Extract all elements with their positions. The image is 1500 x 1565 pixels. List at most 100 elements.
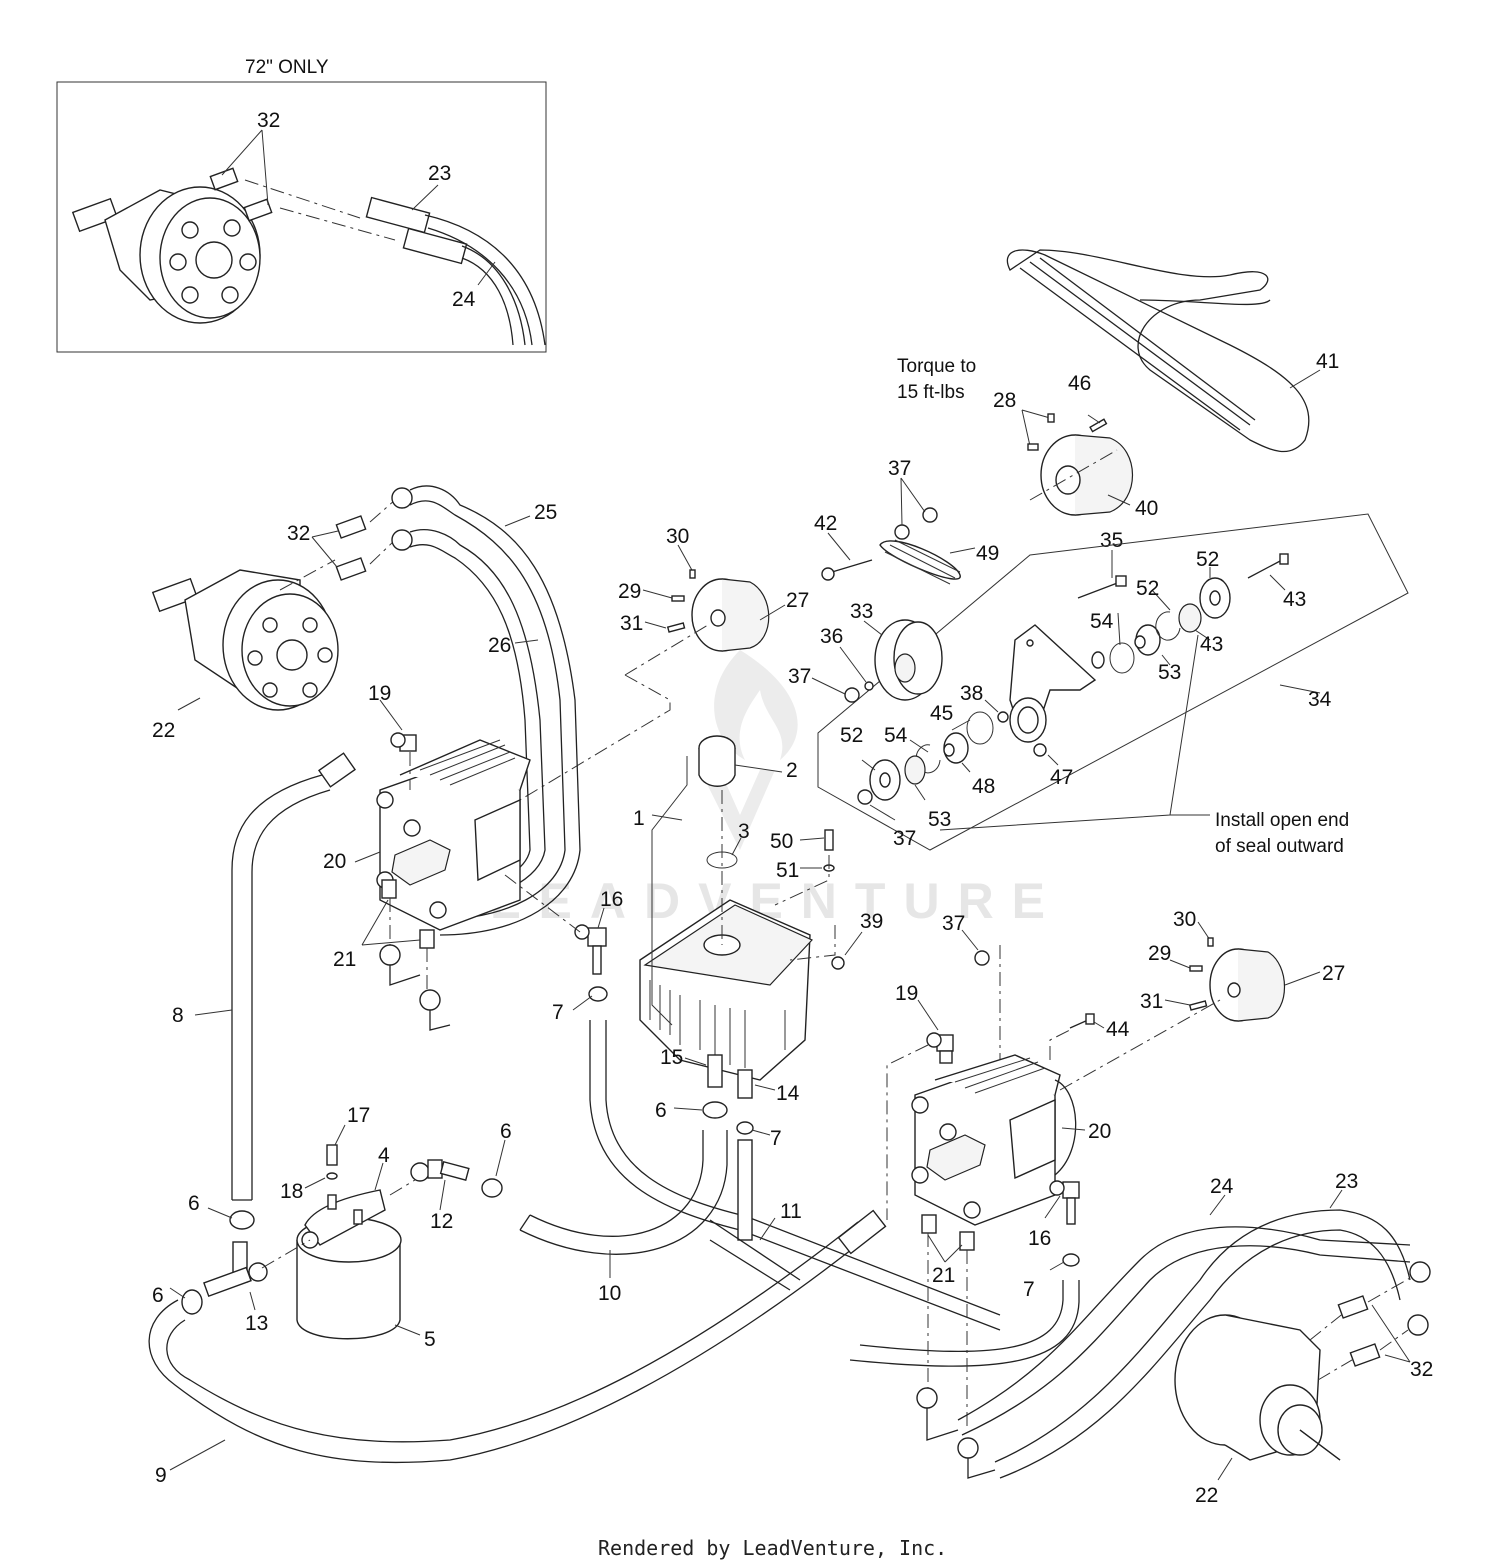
callout-38: 38 (960, 682, 983, 705)
callout-7-right: 7 (1023, 1278, 1035, 1301)
callout-32: 32 (257, 109, 280, 132)
fitting-19-right (926, 1032, 954, 1064)
callout-25: 25 (534, 501, 557, 524)
idler-arm (1009, 624, 1097, 743)
callout-48-left: 48 (972, 775, 995, 798)
callout-31-top: 31 (620, 612, 643, 635)
callout-50: 50 (770, 830, 793, 853)
fitting-19-left (390, 732, 417, 752)
callout-32-left: 32 (287, 522, 310, 545)
bolt-42 (821, 559, 873, 581)
idler-pulley-33 (874, 619, 943, 701)
callout-12: 12 (430, 1210, 453, 1233)
callout-21-right: 21 (932, 1264, 955, 1287)
callout-31-right: 31 (1140, 990, 1163, 1013)
callout-23: 23 (428, 162, 451, 185)
callout-45-left: 45 (930, 702, 953, 725)
callout-27-top: 27 (786, 589, 809, 612)
callout-49: 49 (976, 542, 999, 565)
callout-51: 51 (776, 859, 799, 882)
callout-40: 40 (1135, 497, 1158, 520)
callout-46: 46 (1068, 372, 1091, 395)
hose-8 (231, 752, 356, 1201)
callout-28: 28 (993, 389, 1016, 412)
callout-5: 5 (424, 1328, 436, 1351)
callout-13: 13 (245, 1312, 268, 1335)
hoses-inset (365, 196, 546, 346)
hose-10 (519, 1130, 728, 1255)
wheel-motor-right (1174, 1314, 1341, 1461)
callout-16-right: 16 (1028, 1227, 1051, 1250)
torque-note-line2: 15 ft-lbs (897, 382, 965, 403)
callout-24: 24 (452, 288, 476, 311)
callout-43: 43 (1283, 588, 1306, 611)
filler-cap (698, 735, 736, 787)
spring-49 (879, 539, 961, 585)
reservoir-tank (639, 899, 814, 1081)
fittings-32-left (335, 515, 367, 581)
inset-72-only: 72" ONLY 32 23 (56, 57, 547, 353)
callout-52-left: 52 (840, 724, 863, 747)
wheel-motor-left (151, 569, 339, 711)
seal-note-line1: Install open end (1215, 810, 1349, 831)
pump-pulley-top (691, 578, 770, 652)
callout-6-left: 6 (152, 1284, 164, 1307)
callout-37-right: 37 (942, 912, 965, 935)
callout-35: 35 (1100, 529, 1123, 552)
fittings-inset (209, 167, 273, 222)
elbow-12 (410, 1159, 470, 1182)
callout-45-right: 54 (1090, 610, 1114, 633)
callout-53-left: 53 (928, 808, 951, 831)
callout-42: 42 (814, 512, 837, 535)
hoses-23-24-right (957, 1209, 1431, 1479)
callout-7-left: 7 (552, 1001, 564, 1024)
callout-6-tee: 6 (188, 1192, 200, 1215)
callout-11: 11 (780, 1200, 802, 1223)
callout-20-right: 20 (1088, 1120, 1111, 1143)
callout-6-filter: 6 (500, 1120, 512, 1143)
tee-13 (203, 1241, 268, 1297)
callout-20-left: 20 (323, 850, 346, 873)
callout-15: 15 (660, 1046, 683, 1069)
callout-2: 2 (786, 759, 798, 782)
callout-39: 39 (860, 910, 883, 933)
callout-53-right: 43 (1200, 633, 1223, 656)
callout-22-left: 22 (152, 719, 175, 742)
callout-24-right: 24 (1210, 1175, 1234, 1198)
callout-32-right: 32 (1410, 1358, 1433, 1381)
callout-30-top: 30 (666, 525, 689, 548)
pulley-40 (1029, 434, 1133, 516)
callout-22-right: 22 (1195, 1484, 1218, 1507)
callout-33: 33 (850, 600, 873, 623)
hydraulic-pump-left (376, 739, 531, 931)
callout-1: 1 (633, 807, 645, 830)
callout-26: 26 (488, 634, 511, 657)
callout-23-right: 23 (1335, 1170, 1358, 1193)
callout-29-top: 29 (618, 580, 641, 603)
callout-36: 36 (820, 625, 843, 648)
callout-4: 4 (378, 1144, 390, 1167)
callout-37-top: 37 (888, 457, 911, 480)
callout-44: 44 (1106, 1018, 1130, 1041)
fitting-16-left (574, 924, 607, 975)
inset-frame (56, 81, 547, 353)
callout-16-left: 16 (600, 888, 623, 911)
callout-52-right: 52 (1196, 548, 1219, 571)
callout-41: 41 (1316, 350, 1339, 373)
filter-assembly (296, 1189, 402, 1340)
callout-19-right: 19 (895, 982, 918, 1005)
tee-11 (709, 1139, 801, 1291)
callout-34: 34 (1308, 688, 1332, 711)
hydraulic-pump-right (911, 1054, 1077, 1226)
callout-48-right: 53 (1158, 661, 1181, 684)
callout-29-right: 29 (1148, 942, 1171, 965)
callout-54-right: 52 (1136, 577, 1159, 600)
callout-47: 47 (1050, 766, 1073, 789)
callout-18: 18 (280, 1180, 303, 1203)
hose-9 (148, 1209, 887, 1464)
callout-8: 8 (172, 1004, 184, 1027)
callout-37-low: 37 (893, 827, 916, 850)
footer-credit: Rendered by LeadVenture, Inc. (598, 1536, 947, 1560)
callout-30-right: 30 (1173, 908, 1196, 931)
